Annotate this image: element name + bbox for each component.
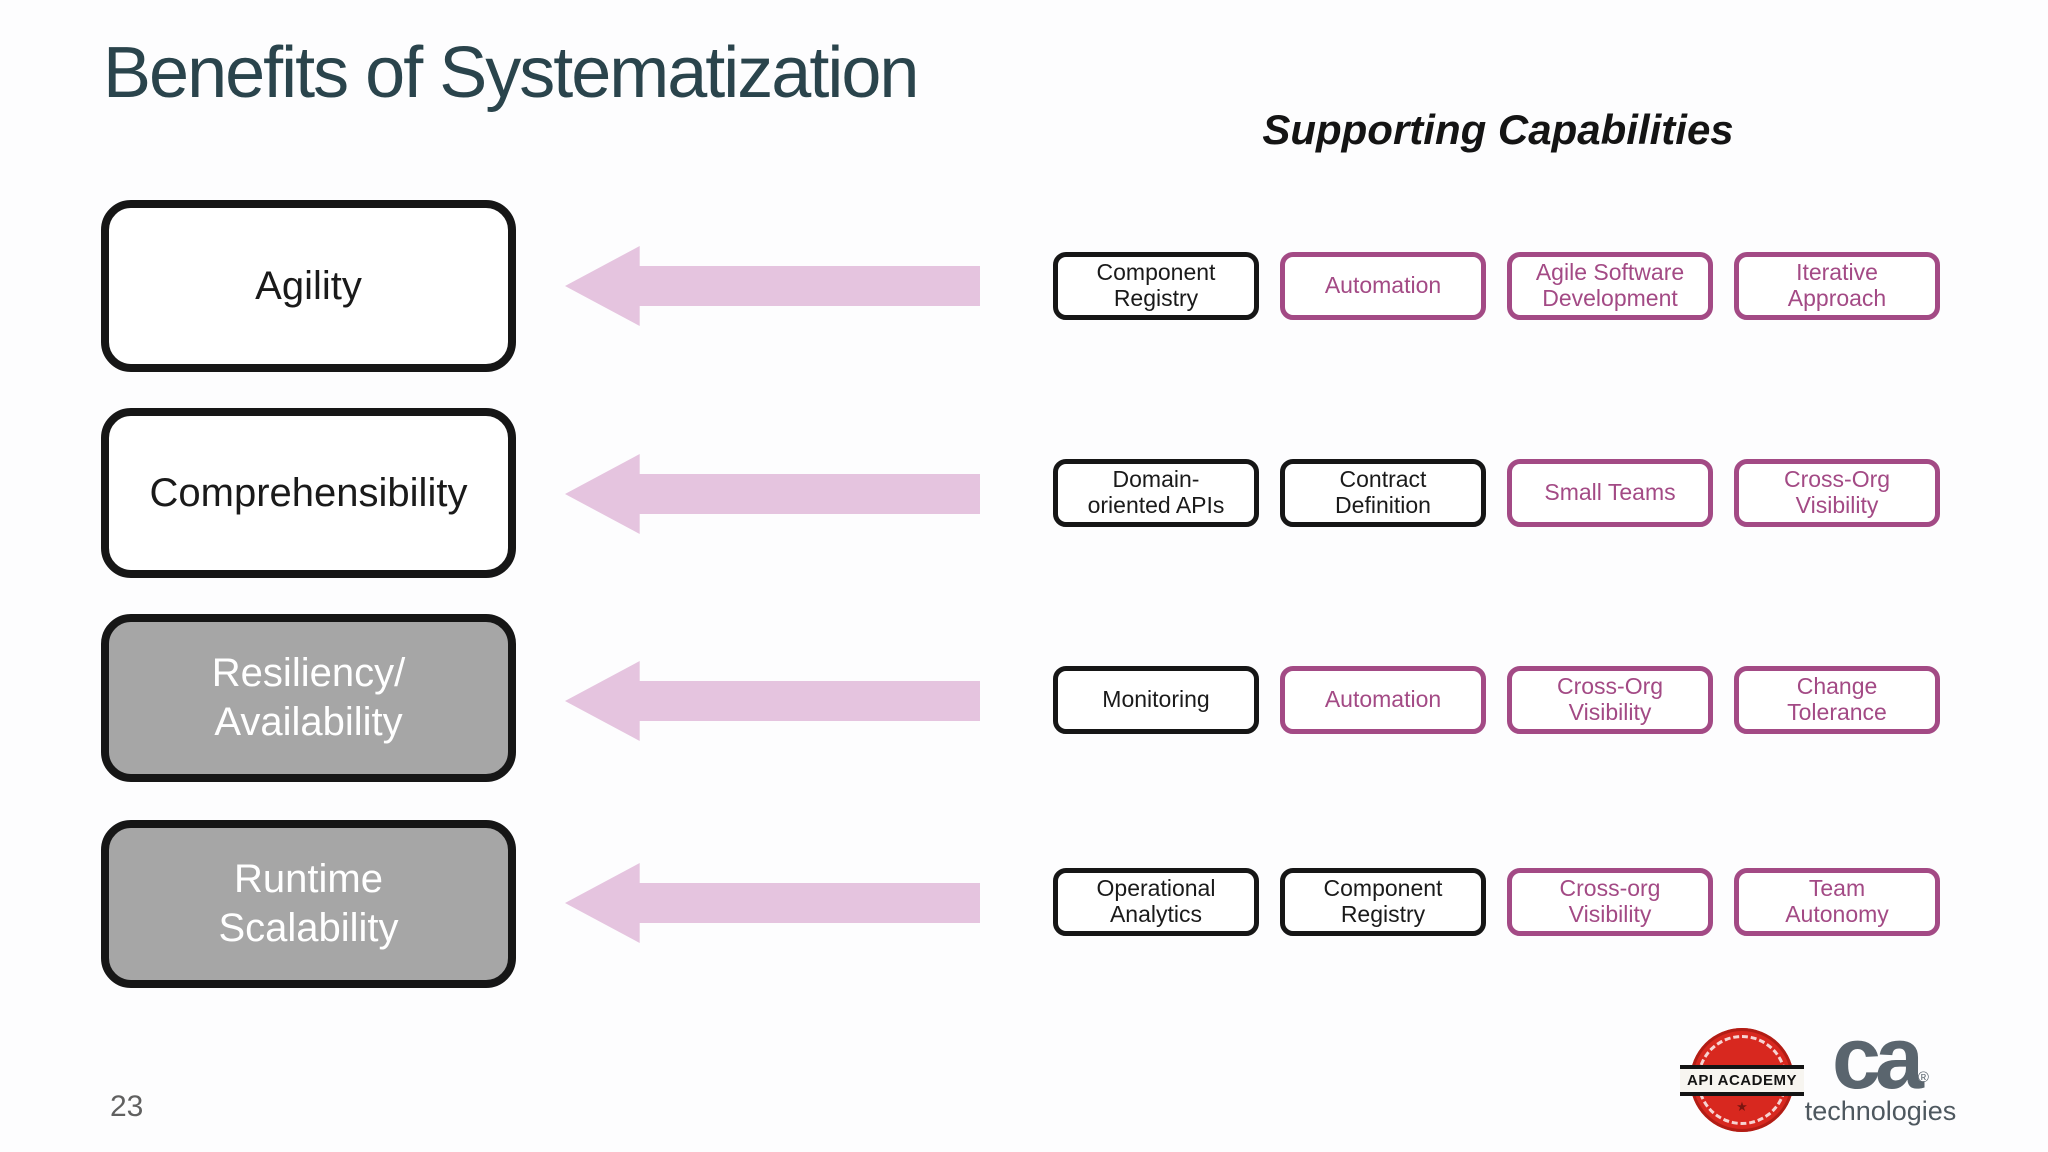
benefit-label: Agility (255, 263, 362, 308)
capability-row-runtime-scalability: Operational Analytics Component Registry… (1053, 868, 1943, 936)
benefit-label: Resiliency/ Availability (211, 651, 406, 744)
capability-component-registry: Component Registry (1280, 868, 1486, 936)
ca-technologies-logo: ca® technologies (1798, 1011, 1963, 1127)
capability-row-resiliency: Monitoring Automation Cross-Org Visibili… (1053, 666, 1943, 734)
capability-cross-org-visibility: Cross-org Visibility (1507, 868, 1713, 936)
capability-change-tolerance: Change Tolerance (1734, 666, 1940, 734)
api-academy-logo: API ACADEMY ★ (1680, 1028, 1804, 1132)
ca-logo-subtext: technologies (1804, 1096, 1957, 1127)
left-arrow-to-runtime-scalability-icon (565, 863, 980, 943)
capability-team-autonomy: Team Autonomy (1734, 868, 1940, 936)
capability-cross-org-visibility: Cross-Org Visibility (1507, 666, 1713, 734)
capability-automation: Automation (1280, 252, 1486, 320)
benefit-label: Comprehensibility (149, 470, 468, 515)
capability-contract-definition: Contract Definition (1280, 459, 1486, 527)
benefit-box-agility: Agility (101, 200, 516, 372)
benefit-box-comprehensibility: Comprehensibility (101, 408, 516, 578)
capability-row-agility: Component Registry Automation Agile Soft… (1053, 252, 1943, 320)
ca-logo-mark: ca® (1798, 1011, 1963, 1104)
benefit-box-runtime-scalability: Runtime Scalability (101, 820, 516, 988)
api-academy-label: API ACADEMY (1680, 1065, 1804, 1096)
left-arrow-to-agility-icon (565, 246, 980, 326)
benefit-label: Runtime Scalability (218, 857, 399, 950)
capability-cross-org-visibility: Cross-Org Visibility (1734, 459, 1940, 527)
capability-small-teams: Small Teams (1507, 459, 1713, 527)
capability-component-registry: Component Registry (1053, 252, 1259, 320)
page-number: 23 (110, 1090, 144, 1123)
capability-row-comprehensibility: Domain- oriented APIs Contract Definitio… (1053, 459, 1943, 527)
capability-agile-software-development: Agile Software Development (1507, 252, 1713, 320)
benefit-box-resiliency-availability: Resiliency/ Availability (101, 614, 516, 782)
capability-monitoring: Monitoring (1053, 666, 1259, 734)
registered-mark-icon: ® (1917, 1069, 1929, 1086)
capability-automation: Automation (1280, 666, 1486, 734)
capability-operational-analytics: Operational Analytics (1053, 868, 1259, 936)
left-arrow-to-comprehensibility-icon (565, 454, 980, 534)
supporting-capabilities-heading: Supporting Capabilities (1262, 106, 1734, 153)
capability-domain-oriented-apis: Domain- oriented APIs (1053, 459, 1259, 527)
ca-logo-text: ca (1832, 1008, 1924, 1107)
capability-iterative-approach: Iterative Approach (1734, 252, 1940, 320)
left-arrow-to-resiliency-icon (565, 661, 980, 741)
star-icon: ★ (1736, 1099, 1748, 1114)
page-title: Benefits of Systematization (103, 33, 919, 113)
